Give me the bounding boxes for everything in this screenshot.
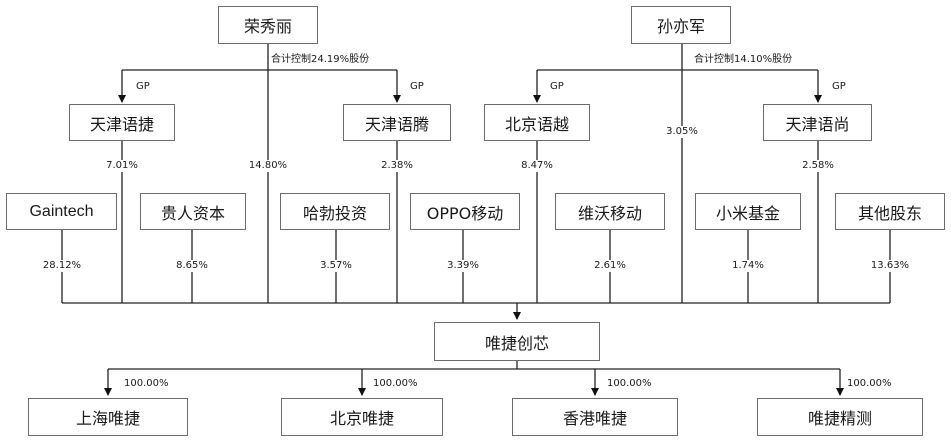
node-tianjin-yujie: 天津语捷 <box>69 104 175 141</box>
pct-oppo: 3.39% <box>445 260 481 272</box>
node-tianjin-yushang: 天津语尚 <box>763 104 872 141</box>
pct-yuyue: 8.47% <box>519 160 555 172</box>
pct-sun-direct: 3.05% <box>664 126 700 138</box>
pct-yuteng: 2.38% <box>379 160 415 172</box>
label-gp-yujie: GP <box>136 81 150 92</box>
node-beijing-yuyue: 北京语越 <box>484 104 590 141</box>
node-tianjin-yuteng: 天津语腾 <box>343 104 451 141</box>
node-hongkong-weijie: 香港唯捷 <box>512 398 678 436</box>
pct-yushang: 2.58% <box>800 160 836 172</box>
pct-jingce: 100.00% <box>847 378 892 389</box>
label-gp-yuyue: GP <box>550 81 564 92</box>
label-gp-yuteng: GP <box>410 81 424 92</box>
node-gaintech: Gaintech <box>6 193 117 230</box>
pct-others: 13.63% <box>868 260 912 272</box>
node-habo-investment: 哈勃投资 <box>280 193 390 230</box>
pct-xiaomi: 1.74% <box>730 260 766 272</box>
label-rong-control: 合计控制24.19%股份 <box>271 54 370 65</box>
label-sun-control: 合计控制14.10%股份 <box>694 54 793 65</box>
node-weiwo: 维沃移动 <box>555 193 665 230</box>
pct-sh: 100.00% <box>124 378 169 389</box>
pct-weiwo: 2.61% <box>592 260 628 272</box>
node-weijie-chuangxin: 唯捷创芯 <box>434 322 600 361</box>
pct-gaintech: 28.12% <box>40 260 84 272</box>
node-weijie-jingce: 唯捷精测 <box>757 398 923 436</box>
node-beijing-weijie: 北京唯捷 <box>281 398 443 436</box>
node-guiren-capital: 贵人资本 <box>140 193 246 230</box>
node-other-shareholders: 其他股东 <box>835 193 945 230</box>
pct-bj: 100.00% <box>373 378 418 389</box>
node-xiaomi-fund: 小米基金 <box>695 193 801 230</box>
pct-guiren: 8.65% <box>174 260 210 272</box>
node-shanghai-weijie: 上海唯捷 <box>28 398 188 436</box>
pct-yujie: 7.01% <box>104 160 140 172</box>
pct-habo: 3.57% <box>318 260 354 272</box>
pct-rong-direct: 14.80% <box>246 160 290 172</box>
node-oppo: OPPO移动 <box>410 193 520 230</box>
label-gp-yushang: GP <box>832 81 846 92</box>
node-rong-xiuli: 荣秀丽 <box>218 6 318 44</box>
pct-hk: 100.00% <box>607 378 652 389</box>
node-sun-yijun: 孙亦军 <box>631 6 731 44</box>
